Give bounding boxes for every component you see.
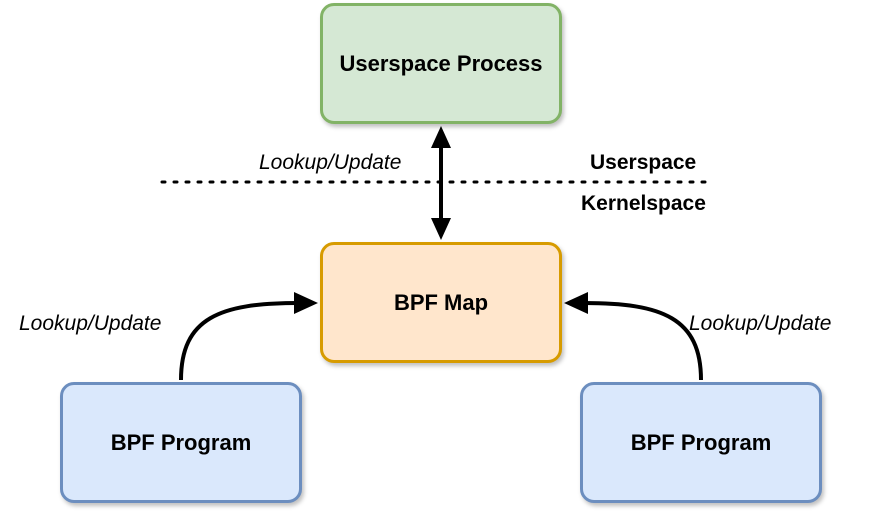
- userspace-process-label: Userspace Process: [339, 50, 543, 76]
- bpf-program-right-node: BPF Program: [580, 382, 822, 503]
- right-program-edge-label: Lookup/Update: [689, 312, 832, 335]
- userspace-region-label: Userspace: [590, 151, 697, 174]
- userspace-map-arrow: [431, 126, 451, 240]
- arrowhead-down-icon: [431, 218, 451, 240]
- userspace-map-edge-label: Lookup/Update: [259, 151, 402, 174]
- bpf-map-label: BPF Map: [393, 289, 489, 315]
- left-program-map-arrow: [179, 292, 318, 381]
- arrowhead-right-icon: [294, 292, 318, 314]
- kernelspace-region-label: Kernelspace: [581, 192, 706, 215]
- right-program-map-arrow: [564, 292, 703, 381]
- bpf-program-left-label: BPF Program: [110, 429, 252, 455]
- arrowhead-left-icon: [564, 292, 588, 314]
- arrowhead-up-icon: [431, 126, 451, 148]
- left-program-edge-label: Lookup/Update: [19, 312, 162, 335]
- bpf-program-left-node: BPF Program: [60, 382, 302, 503]
- bpf-map-node: BPF Map: [320, 242, 562, 363]
- bpf-program-right-label: BPF Program: [630, 429, 772, 455]
- userspace-process-node: Userspace Process: [320, 3, 562, 124]
